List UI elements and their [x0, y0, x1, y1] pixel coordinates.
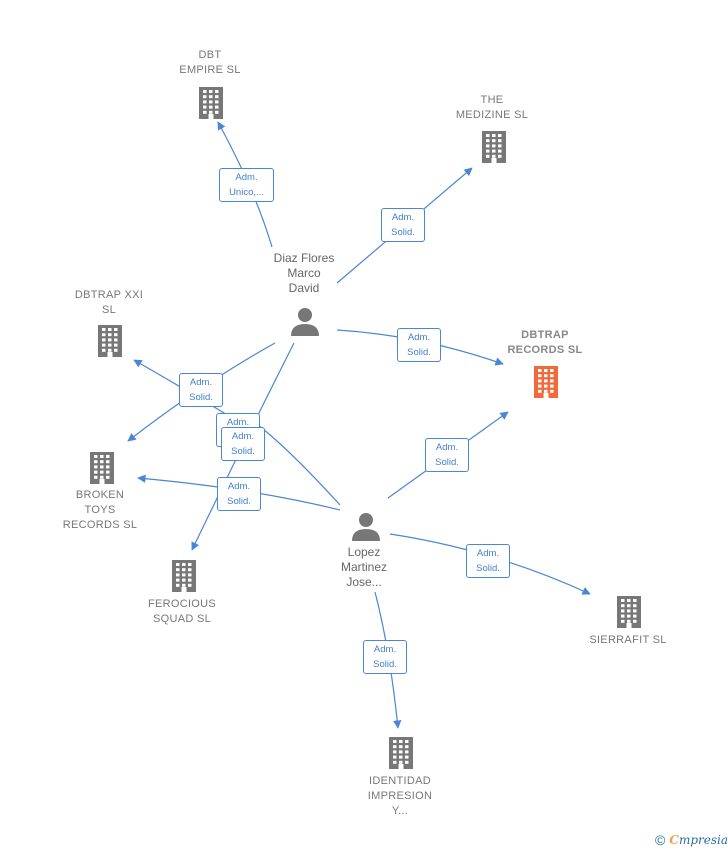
building-icon[interactable] [95, 323, 125, 362]
empresia-logo: Cmpresia [669, 833, 728, 847]
node-label-dbtrap-xxi[interactable]: DBTRAP XXI SL [74, 289, 144, 316]
edge-lines [127, 121, 591, 729]
edge-label-adm-solid: Adm. Solid. [217, 477, 261, 511]
node-label-dbt-empire[interactable]: DBT EMPIRE SL [179, 49, 241, 76]
copyright-symbol: © [655, 832, 666, 848]
building-icon[interactable] [196, 85, 226, 124]
building-icon[interactable] [531, 364, 561, 403]
edge-label-adm-solid: Adm. Solid. [179, 373, 223, 407]
node-label-identidad[interactable]: IDENTIDAD IMPRESION Y... [367, 775, 433, 817]
edge-lopez-to-diaz-link [257, 424, 341, 506]
footer: © Cmpresia [655, 832, 728, 848]
node-label-dbtrap-records[interactable]: DBTRAP RECORDS SL [507, 329, 583, 356]
person-icon[interactable] [290, 306, 320, 341]
node-label-diaz-flores[interactable]: Diaz Flores Marco David [273, 251, 335, 295]
node-label-the-medizine[interactable]: THE MEDIZINE SL [455, 94, 529, 121]
node-label-broken-toys[interactable]: BROKEN TOYS RECORDS SL [62, 489, 138, 531]
building-icon[interactable] [614, 594, 644, 633]
person-icon[interactable] [351, 511, 381, 546]
building-icon[interactable] [169, 558, 199, 597]
building-icon[interactable] [479, 129, 509, 168]
node-label-ferocious-squad[interactable]: FEROCIOUS SQUAD SL [147, 598, 217, 625]
building-icon[interactable] [87, 450, 117, 489]
edge-label-adm-solid: Adm. Solid. [425, 438, 469, 472]
node-label-sierrafit[interactable]: SIERRAFIT SL [589, 634, 667, 646]
edge-label-adm-unico: Adm. Unico,... [219, 168, 274, 202]
building-icon[interactable] [386, 735, 416, 774]
node-label-lopez-martinez[interactable]: Lopez Martinez Jose... [340, 545, 388, 589]
edge-label-adm-solid: Adm. Solid. [363, 640, 407, 674]
edge-label-adm-solid: Adm. Solid. [397, 328, 441, 362]
edge-label-adm-solid: Adm. Solid. [381, 208, 425, 242]
edge-label-adm-solid: Adm. Solid. [466, 544, 510, 578]
edge-label-adm-solid: Adm. Solid. [221, 427, 265, 461]
